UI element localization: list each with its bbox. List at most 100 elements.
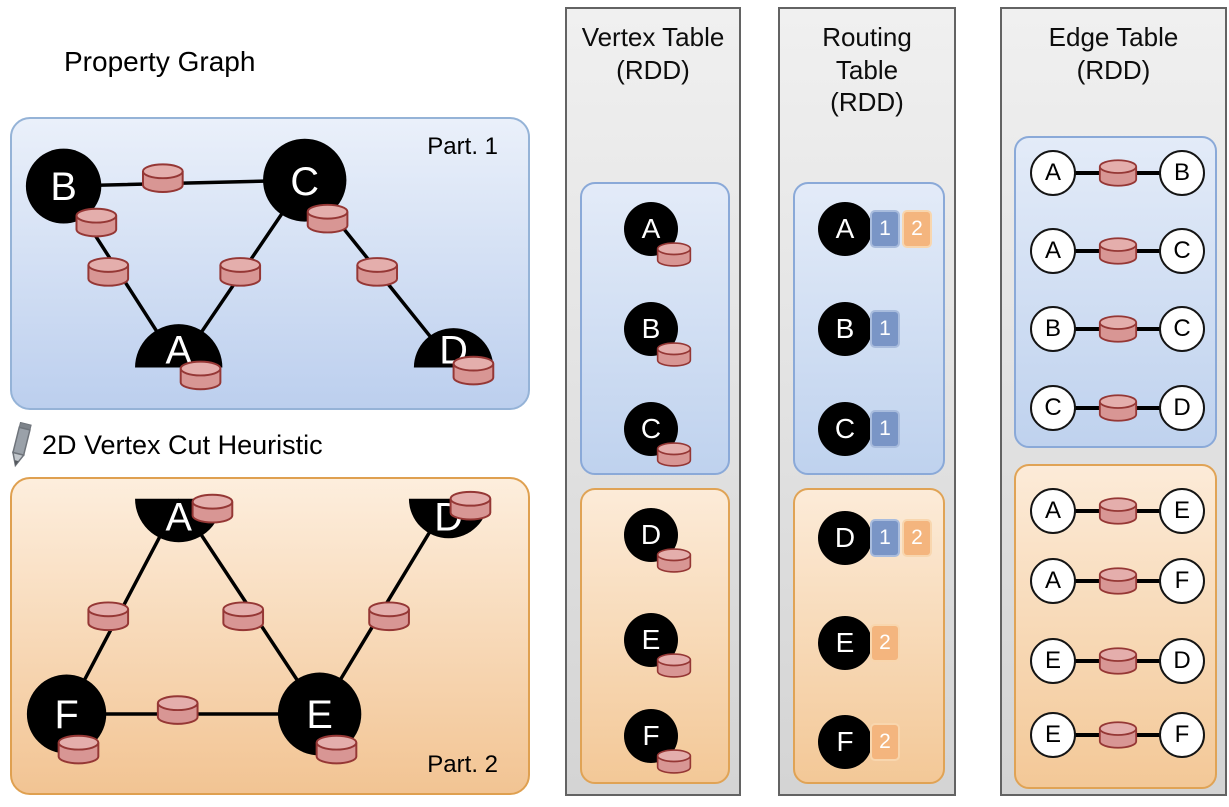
- routing-table-title-line3: (RDD): [830, 87, 904, 117]
- vertex-badge: A: [818, 202, 872, 256]
- edge-src-vertex: A: [1030, 558, 1076, 604]
- vertex-badge: F: [624, 709, 678, 763]
- edge-table-title-line1: Edge Table: [1048, 22, 1179, 52]
- vertex-e-label: E: [306, 693, 332, 737]
- vertex-badge: F: [818, 715, 872, 769]
- vertex-table-entry: C: [624, 402, 692, 467]
- edge-entry: A B: [1030, 147, 1205, 199]
- property-cylinder-icon: [1098, 394, 1138, 422]
- routing-entry: C 1: [818, 402, 943, 456]
- edge-dst-vertex: C: [1159, 228, 1205, 274]
- vertex-table-entry: B: [624, 302, 692, 367]
- routing-table-title-line2: Table: [835, 54, 899, 85]
- partition-1-ref-badge: 1: [870, 519, 900, 557]
- vertex-property-cylinder-icon: [179, 360, 222, 391]
- property-cylinder-icon: [656, 342, 692, 367]
- edge-src-vertex: E: [1030, 712, 1076, 758]
- routing-entry: D 1 2: [818, 511, 943, 565]
- vertex-table-title-line2: (RDD): [616, 54, 690, 85]
- edge-property-cylinder-icon: [222, 601, 265, 632]
- property-cylinder-icon: [1098, 237, 1138, 265]
- vertex-table-partition-2: D E F: [580, 488, 730, 784]
- vertex-table-entry: D: [624, 508, 692, 573]
- vertex-c-circle: [263, 138, 347, 222]
- vertex-table-title: Vertex Table (RDD): [567, 9, 739, 86]
- routing-entry: A 1 2: [818, 202, 943, 256]
- property-cylinder-icon: [656, 548, 692, 573]
- vertex-table-title-line1: Vertex Table: [581, 22, 725, 52]
- vertex-property-cylinder-icon: [306, 203, 349, 234]
- property-cylinder-icon: [656, 749, 692, 774]
- edge-entry: A E: [1030, 485, 1205, 537]
- vertex-table-entry: A: [624, 202, 692, 267]
- vertex-c-label: C: [290, 160, 319, 204]
- property-cylinder-icon: [1098, 647, 1138, 675]
- routing-table-partition-2: D 1 2 E 2 F 2: [793, 488, 945, 784]
- edge-table-panel: Edge Table (RDD) A B A C B C: [1000, 7, 1227, 796]
- partition-2-ref-badge: 2: [870, 723, 900, 761]
- routing-entry: E 2: [818, 616, 943, 670]
- vertex-badge: E: [818, 616, 872, 670]
- routing-table-title-line1: Routing: [822, 22, 912, 52]
- edge-src-vertex: B: [1030, 306, 1076, 352]
- vertex-table-entry: F: [624, 709, 692, 774]
- vertex-cut-heuristic: 2D Vertex Cut Heuristic: [6, 422, 323, 468]
- edge-table-partition-1: A B A C B C C D: [1014, 136, 1217, 448]
- partition-1-ref-badge: 1: [870, 410, 900, 448]
- edge-entry: E D: [1030, 635, 1205, 687]
- property-cylinder-icon: [1098, 497, 1138, 525]
- vertex-cut-heuristic-label: 2D Vertex Cut Heuristic: [42, 429, 323, 460]
- edge-property-cylinder-icon: [141, 163, 184, 193]
- routing-entry: B 1: [818, 302, 943, 356]
- vertex-property-cylinder-icon: [452, 355, 495, 386]
- edge-property-cylinder-icon: [356, 257, 399, 287]
- vertex-badge: D: [818, 511, 872, 565]
- routing-table-panel: Routing Table (RDD) A 1 2 B 1 C 1 D 1 2: [778, 7, 956, 796]
- vertex-a-label: A: [165, 495, 192, 539]
- edge-property-cylinder-icon: [368, 601, 410, 632]
- edge-table-partition-2: A E A F E D E F: [1014, 464, 1217, 789]
- vertex-e-circle: [277, 672, 362, 756]
- partition-1-ref-badge: 1: [870, 310, 900, 348]
- property-cylinder-icon: [656, 653, 692, 678]
- edge-src-vertex: E: [1030, 638, 1076, 684]
- vertex-property-cylinder-icon: [57, 734, 100, 765]
- vertex-property-cylinder-icon: [191, 493, 234, 524]
- routing-table-partition-1: A 1 2 B 1 C 1: [793, 182, 945, 475]
- partition-1-label: Part. 1: [427, 133, 498, 160]
- vertex-f-circle: [26, 674, 107, 754]
- edge-entry: E F: [1030, 709, 1205, 761]
- property-cylinder-icon: [1098, 721, 1138, 749]
- edge-src-vertex: A: [1030, 228, 1076, 274]
- pencil-icon: [12, 422, 32, 468]
- edge-src-vertex: C: [1030, 385, 1076, 431]
- routing-table-title: Routing Table (RDD): [780, 9, 954, 119]
- edge-entry: A C: [1030, 225, 1205, 277]
- property-cylinder-icon: [1098, 567, 1138, 595]
- vertex-a-half-circle: [135, 324, 223, 368]
- property-graph-title: Property Graph: [64, 46, 256, 77]
- property-cylinder-icon: [656, 242, 692, 267]
- edge-dst-vertex: D: [1159, 638, 1205, 684]
- partition-1-ref-badge: 1: [870, 210, 900, 248]
- vertex-property-cylinder-icon: [315, 734, 358, 765]
- edge-property-cylinder-icon: [156, 695, 199, 725]
- partition-2-label: Part. 2: [427, 751, 498, 778]
- edge-property-cylinder-icon: [87, 601, 130, 632]
- edge-dst-vertex: F: [1159, 712, 1205, 758]
- vertex-table-partition-1: A B C: [580, 182, 730, 475]
- vertex-property-cylinder-icon: [75, 207, 118, 238]
- vertex-b-label: B: [50, 165, 76, 209]
- edge-dst-vertex: C: [1159, 306, 1205, 352]
- property-cylinder-icon: [656, 442, 692, 467]
- property-cylinder-icon: [1098, 159, 1138, 187]
- edge-table-title: Edge Table (RDD): [1002, 9, 1225, 86]
- partition-2-ref-badge: 2: [870, 624, 900, 662]
- edge-table-title-line2: (RDD): [1076, 54, 1151, 85]
- partition-1-box: B C A D Part. 1: [10, 117, 530, 410]
- edge-dst-vertex: E: [1159, 488, 1205, 534]
- partition-2-ref-badge: 2: [902, 210, 932, 248]
- vertex-property-cylinder-icon: [449, 490, 492, 521]
- partition-2-ref-badge: 2: [902, 519, 932, 557]
